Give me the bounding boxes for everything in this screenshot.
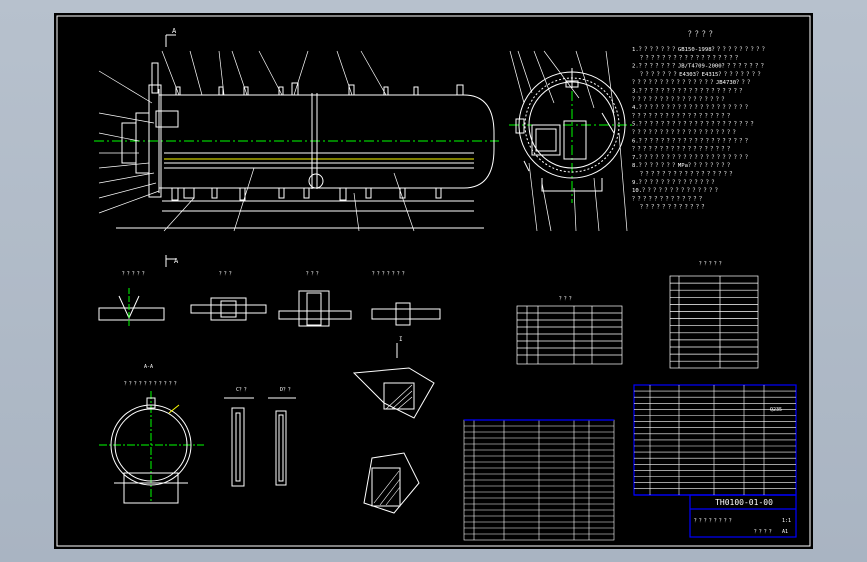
hatching [373, 384, 413, 506]
parts-list [463, 419, 615, 541]
cad-drawing: ？？？？ 1.？？？？？？？GB150-1998？？？？？？？？？？？？？？？？… [56, 15, 811, 547]
tech-requirement-line: 3.？？？？？？？？？？？？？？？？？？？ [632, 88, 745, 95]
assembly-note: ？？？？ [754, 529, 774, 535]
tech-requirement-line: ？？？？？？？？？？？？？？？？？？ [640, 54, 741, 61]
tech-requirement-line: 2.？？？？？？？JB/T4709-2000？？？？？？？？ [632, 63, 766, 70]
section-a-bottom: A [174, 257, 179, 265]
tech-requirement-line: ？？？？？？？？？？？？？？？JB4730？？？ [632, 79, 753, 86]
tech-requirement-line: 8.？？？？？？？MPa？？？？？？？？ [632, 162, 733, 169]
tech-requirement-line: 10.？？？？？？？？？？？？？？ [632, 187, 720, 194]
end-view-door [509, 68, 634, 203]
table2-title: ？？？？？ [699, 261, 724, 267]
scale-value: 1:1 [782, 518, 791, 524]
tech-requirement-line: 4.？？？？？？？？？？？？？？？？？？？？ [632, 104, 751, 111]
tech-requirement-line: 5.？？？？？？？？？？？？？？？？？？？？？ [632, 121, 756, 128]
detail-i-view [352, 343, 435, 514]
section-aa-view [99, 391, 204, 504]
tech-requirement-line: 1.？？？？？？？GB150-1998？？？？？？？？？？ [632, 46, 768, 53]
tech-requirement-line: ？？？？？？？？？？？？？？？？？ [640, 171, 735, 178]
tech-requirement-line: ？？？？？？？？？？？？？ [632, 195, 705, 202]
tech-requirement-line: 9.？？？？？？？？？？？？？？ [632, 179, 717, 186]
detail-label-1: ？？？？？ [122, 271, 147, 277]
section-mark-a [165, 34, 176, 267]
tech-requirement-line: 7.？？？？？？？？？？？？？？？？？？？？ [632, 154, 751, 161]
drawing-sheet: ？？？？ 1.？？？？？？？GB150-1998？？？？？？？？？？？？？？？？… [54, 13, 813, 549]
tech-requirement-line: ？？？？？？？？？？？？ [640, 204, 707, 211]
tech-requirement-line: 6.？？？？？？？？？？？？？？？？？？？？ [632, 137, 751, 144]
tech-requirements-title: ？？？？ [688, 30, 716, 38]
detail-label-2: ？？？ [219, 271, 234, 277]
tech-requirements-text: 1.？？？？？？？GB150-1998？？？？？？？？？？？？？？？？？？？？？… [632, 46, 768, 211]
title-block [464, 384, 797, 538]
detail-i-label: I [399, 336, 403, 343]
title-block-grid [634, 385, 796, 495]
end-view-leaders [509, 50, 628, 232]
drawing-number: TH0100-01-00 [715, 498, 773, 507]
table1-title: ？？？ [559, 296, 574, 302]
view-aa-label: A-A [144, 364, 153, 370]
tech-requirement-line: ？？？？？？？？？？？？？？？？？？ [632, 146, 733, 153]
tech-requirement-line: ？？？？？？？E4303？E4315？？？？？？？？ [640, 71, 763, 78]
nozzle-table [516, 305, 623, 365]
material-code: Q235 [770, 407, 782, 413]
view-aa-sub: ？？？？？？？？？？？ [124, 381, 179, 387]
drawing-border [56, 15, 811, 547]
design-data-table [669, 275, 759, 369]
detail-views [98, 288, 441, 328]
tech-requirement-line: ？？？？？？？？？？？？？？？？？？？ [632, 129, 738, 136]
section-a-top: A [172, 27, 177, 35]
detail-label-4: ？？？？？？？ [372, 271, 407, 277]
tech-requirement-line: ？？？？？？？？？？？？？？？？？？ [632, 112, 733, 119]
tech-requirement-line: ？？？？？？？？？？？？？？？？？ [632, 96, 727, 103]
detail-label-3: ？？？ [306, 271, 321, 277]
title-block-name: ？？？？？？？？ [694, 518, 734, 524]
view-c-label: C？？ [236, 387, 249, 393]
vessel-elevation [94, 62, 499, 229]
balloon-leaders-top [98, 50, 415, 232]
sheet-code: A1 [782, 529, 788, 535]
view-d-label: D？？ [280, 387, 293, 393]
view-c-d [224, 397, 296, 487]
